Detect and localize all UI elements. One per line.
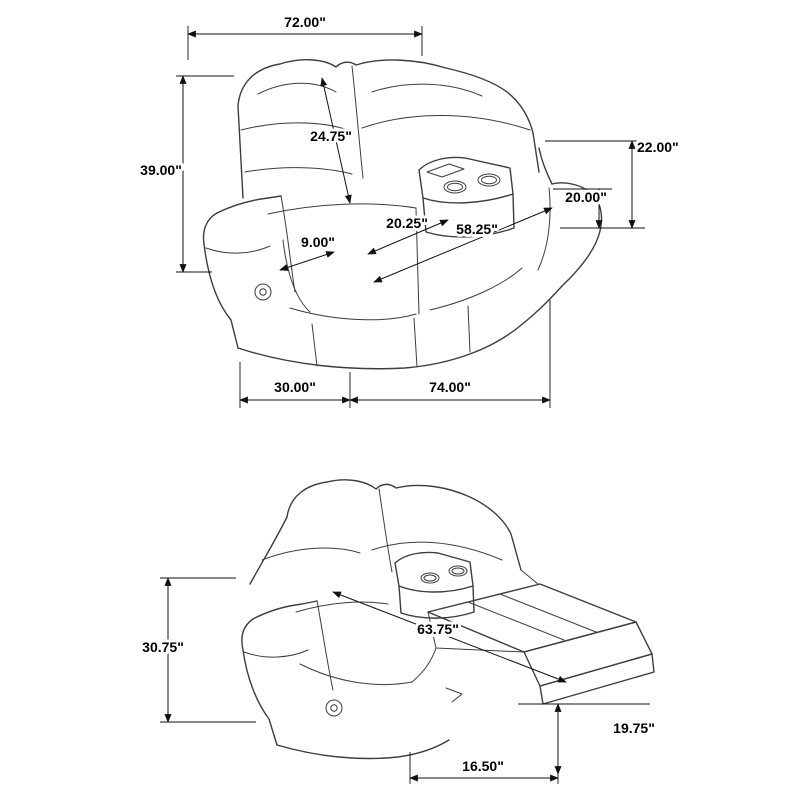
back-center-seam xyxy=(378,488,393,573)
dim-footrest-height: 19.75" xyxy=(613,720,655,736)
back-outline xyxy=(286,479,522,571)
upright-dimensions: 72.00" 39.00" 24.75" 22.00" 20.00" 20.25… xyxy=(137,11,682,408)
dim-inner-arm-height: 20.00" xyxy=(565,189,607,205)
footrest-top-pad xyxy=(427,583,637,653)
console-top xyxy=(418,156,514,199)
footrest-front-face xyxy=(539,653,655,705)
dim-back-cushion-height: 24.75" xyxy=(310,128,352,144)
reclined-sofa-drawing xyxy=(241,479,655,760)
cup-holder-outer xyxy=(443,180,467,194)
dim-line-back-cushion xyxy=(320,77,352,204)
cup-holder-outer xyxy=(477,173,501,187)
power-button-inner xyxy=(259,288,267,296)
dim-line-arm-width xyxy=(279,251,335,271)
dim-reclined-length: 63.75" xyxy=(417,621,459,637)
dim-arm-height: 22.00" xyxy=(637,139,679,155)
cup-holder-inner xyxy=(451,567,465,575)
headrest-seam-left xyxy=(261,547,361,561)
headrest-stitch-right xyxy=(371,83,483,97)
cup-holder-outer xyxy=(420,572,440,584)
console-top xyxy=(394,551,474,587)
cup-holder-inner xyxy=(423,574,437,582)
dim-reclined-back-height: 30.75" xyxy=(142,639,184,655)
dim-line-reclined-length xyxy=(332,591,567,683)
dim-line-seating-width xyxy=(373,207,553,283)
dim-upright-depth: 30.00" xyxy=(274,379,316,395)
cup-holder-inner xyxy=(481,175,497,185)
headrest-seam-right xyxy=(371,541,503,561)
left-arm-top xyxy=(252,600,318,620)
base-front-edge xyxy=(276,739,450,760)
seat-left-side-seam xyxy=(282,239,311,313)
seat-left-front-edge xyxy=(299,663,413,686)
seat-left-top-seam xyxy=(267,203,417,215)
power-button-outer xyxy=(254,283,272,301)
base-front-edge xyxy=(237,285,563,370)
left-arm-front-seam xyxy=(205,245,271,254)
cup-holder-outer xyxy=(448,565,468,577)
dim-reclined-depth: 74.00" xyxy=(429,379,471,395)
power-button-inner xyxy=(330,704,338,712)
cup-holder-inner xyxy=(447,182,463,192)
right-arm-top xyxy=(538,147,553,185)
left-arm-inner xyxy=(316,600,334,691)
dim-overall-height: 39.00" xyxy=(140,162,182,178)
back-center-seam xyxy=(351,65,364,179)
base-panel-seam xyxy=(467,305,471,353)
headrest-seam-right xyxy=(361,115,531,131)
dim-arm-width: 9.00" xyxy=(301,234,335,250)
base-panel-seam xyxy=(311,323,318,367)
dim-footrest-depth: 16.50" xyxy=(462,758,504,774)
reclined-dimensions: 30.75" 63.75" 19.75" 16.50" xyxy=(139,577,658,784)
seat-to-footrest-edge xyxy=(411,647,437,683)
seat-left-front-edge xyxy=(289,307,417,321)
left-arm-outer xyxy=(241,618,278,746)
left-arm-front-seam xyxy=(243,649,309,658)
seat-left-top-seam xyxy=(295,601,389,613)
release-lever xyxy=(445,687,463,703)
dim-seat-depth: 20.25" xyxy=(386,215,428,231)
base-panel-seam xyxy=(413,317,418,368)
footrest-pad-seam xyxy=(499,593,597,633)
console-front xyxy=(398,585,475,619)
back-outline xyxy=(237,59,540,199)
lumbar-seam-left xyxy=(244,167,353,175)
left-arm-top xyxy=(216,195,282,214)
seat-right-front-edge xyxy=(429,267,523,311)
power-button-outer xyxy=(325,699,343,717)
back-left-edge xyxy=(249,516,288,585)
left-arm-outer xyxy=(202,212,239,349)
right-arm-inner xyxy=(537,187,551,271)
left-arm-inner xyxy=(280,195,296,293)
console-tray-lid xyxy=(426,163,465,178)
dim-seating-width: 58.25" xyxy=(456,221,498,237)
right-arm-hint xyxy=(520,569,539,585)
dim-overall-width: 72.00" xyxy=(284,14,326,30)
